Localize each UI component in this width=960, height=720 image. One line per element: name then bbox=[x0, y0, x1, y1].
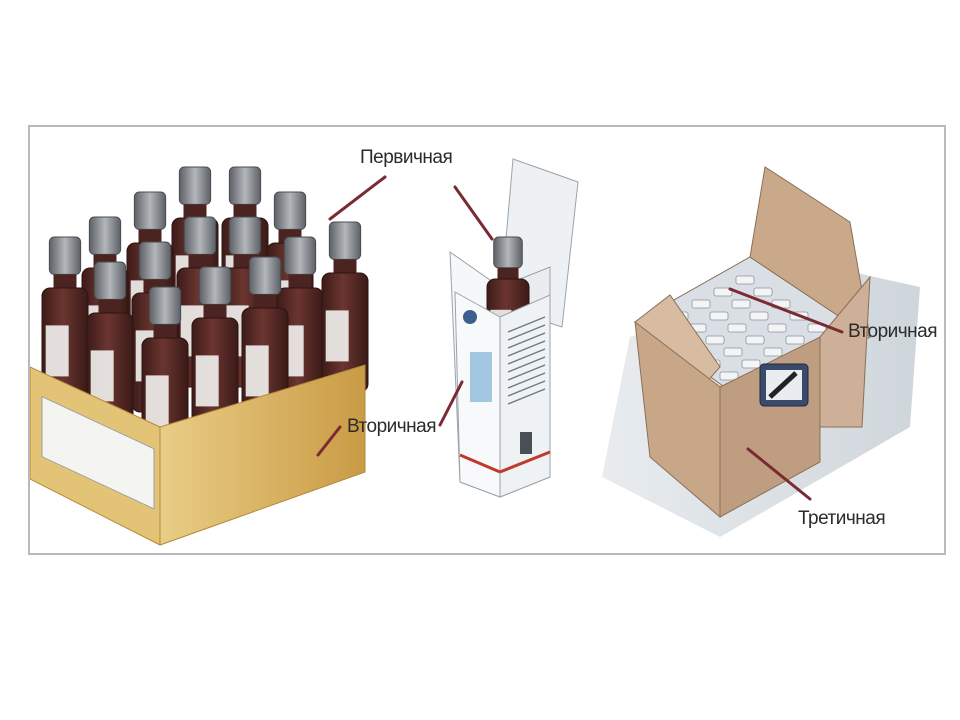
box-flap-back bbox=[749, 166, 871, 339]
box-pack-cell bbox=[735, 275, 755, 285]
box-pack-cell bbox=[723, 347, 743, 357]
shipping-box-group bbox=[602, 166, 920, 537]
carton-blue-band bbox=[470, 352, 492, 402]
box-pack-cell bbox=[691, 299, 711, 309]
box-pack-cell bbox=[753, 287, 773, 297]
leader-lines bbox=[316, 175, 844, 501]
packaging-illustration bbox=[30, 158, 920, 546]
label-secondary-tray: Вторичная bbox=[347, 416, 437, 437]
vial-bottles bbox=[41, 166, 369, 458]
carton-red-stripe-1 bbox=[459, 453, 501, 474]
leader-secondary-to-carton bbox=[438, 380, 464, 427]
box-pack-cell bbox=[745, 335, 765, 345]
tray-vial-11 bbox=[41, 236, 89, 408]
box-pack-cell bbox=[763, 347, 783, 357]
box-pack-cell bbox=[741, 359, 761, 369]
label-secondary-box: Вторичная bbox=[848, 321, 938, 342]
carton-with-vial bbox=[449, 158, 579, 498]
tray-front bbox=[159, 364, 366, 546]
bottle-tray-group bbox=[30, 166, 369, 546]
tray-vial-10 bbox=[321, 221, 369, 393]
carton-red-stripe-2 bbox=[499, 450, 551, 474]
label-primary: Первичная bbox=[360, 147, 453, 168]
leader-primary-to-carton-vial bbox=[453, 185, 494, 241]
box-pack-cell bbox=[709, 311, 729, 321]
box-pack-cell bbox=[727, 323, 747, 333]
box-pack-cell bbox=[749, 311, 769, 321]
box-handling-symbol bbox=[759, 363, 809, 407]
box-pack-cell bbox=[713, 287, 733, 297]
leader-tertiary-to-box bbox=[746, 447, 812, 501]
leader-primary-to-tray-vial bbox=[328, 175, 387, 221]
box-pack-cell bbox=[767, 323, 787, 333]
leader-secondary-to-box-packs bbox=[728, 287, 844, 334]
carton-barcode bbox=[520, 432, 532, 454]
box-pack-cell bbox=[785, 335, 805, 345]
box-pack-cell bbox=[705, 335, 725, 345]
leader-secondary-to-tray bbox=[316, 425, 342, 457]
packaging-diagram: Первичная Вторичная Вторичная Третичная bbox=[28, 125, 946, 555]
box-pack-cell bbox=[731, 299, 751, 309]
label-tertiary: Третичная bbox=[798, 508, 886, 529]
carton-text-lines bbox=[507, 316, 546, 405]
carton-logo-dot bbox=[463, 310, 477, 324]
box-pack-cell bbox=[719, 371, 739, 381]
tray-label-panel bbox=[41, 395, 155, 510]
